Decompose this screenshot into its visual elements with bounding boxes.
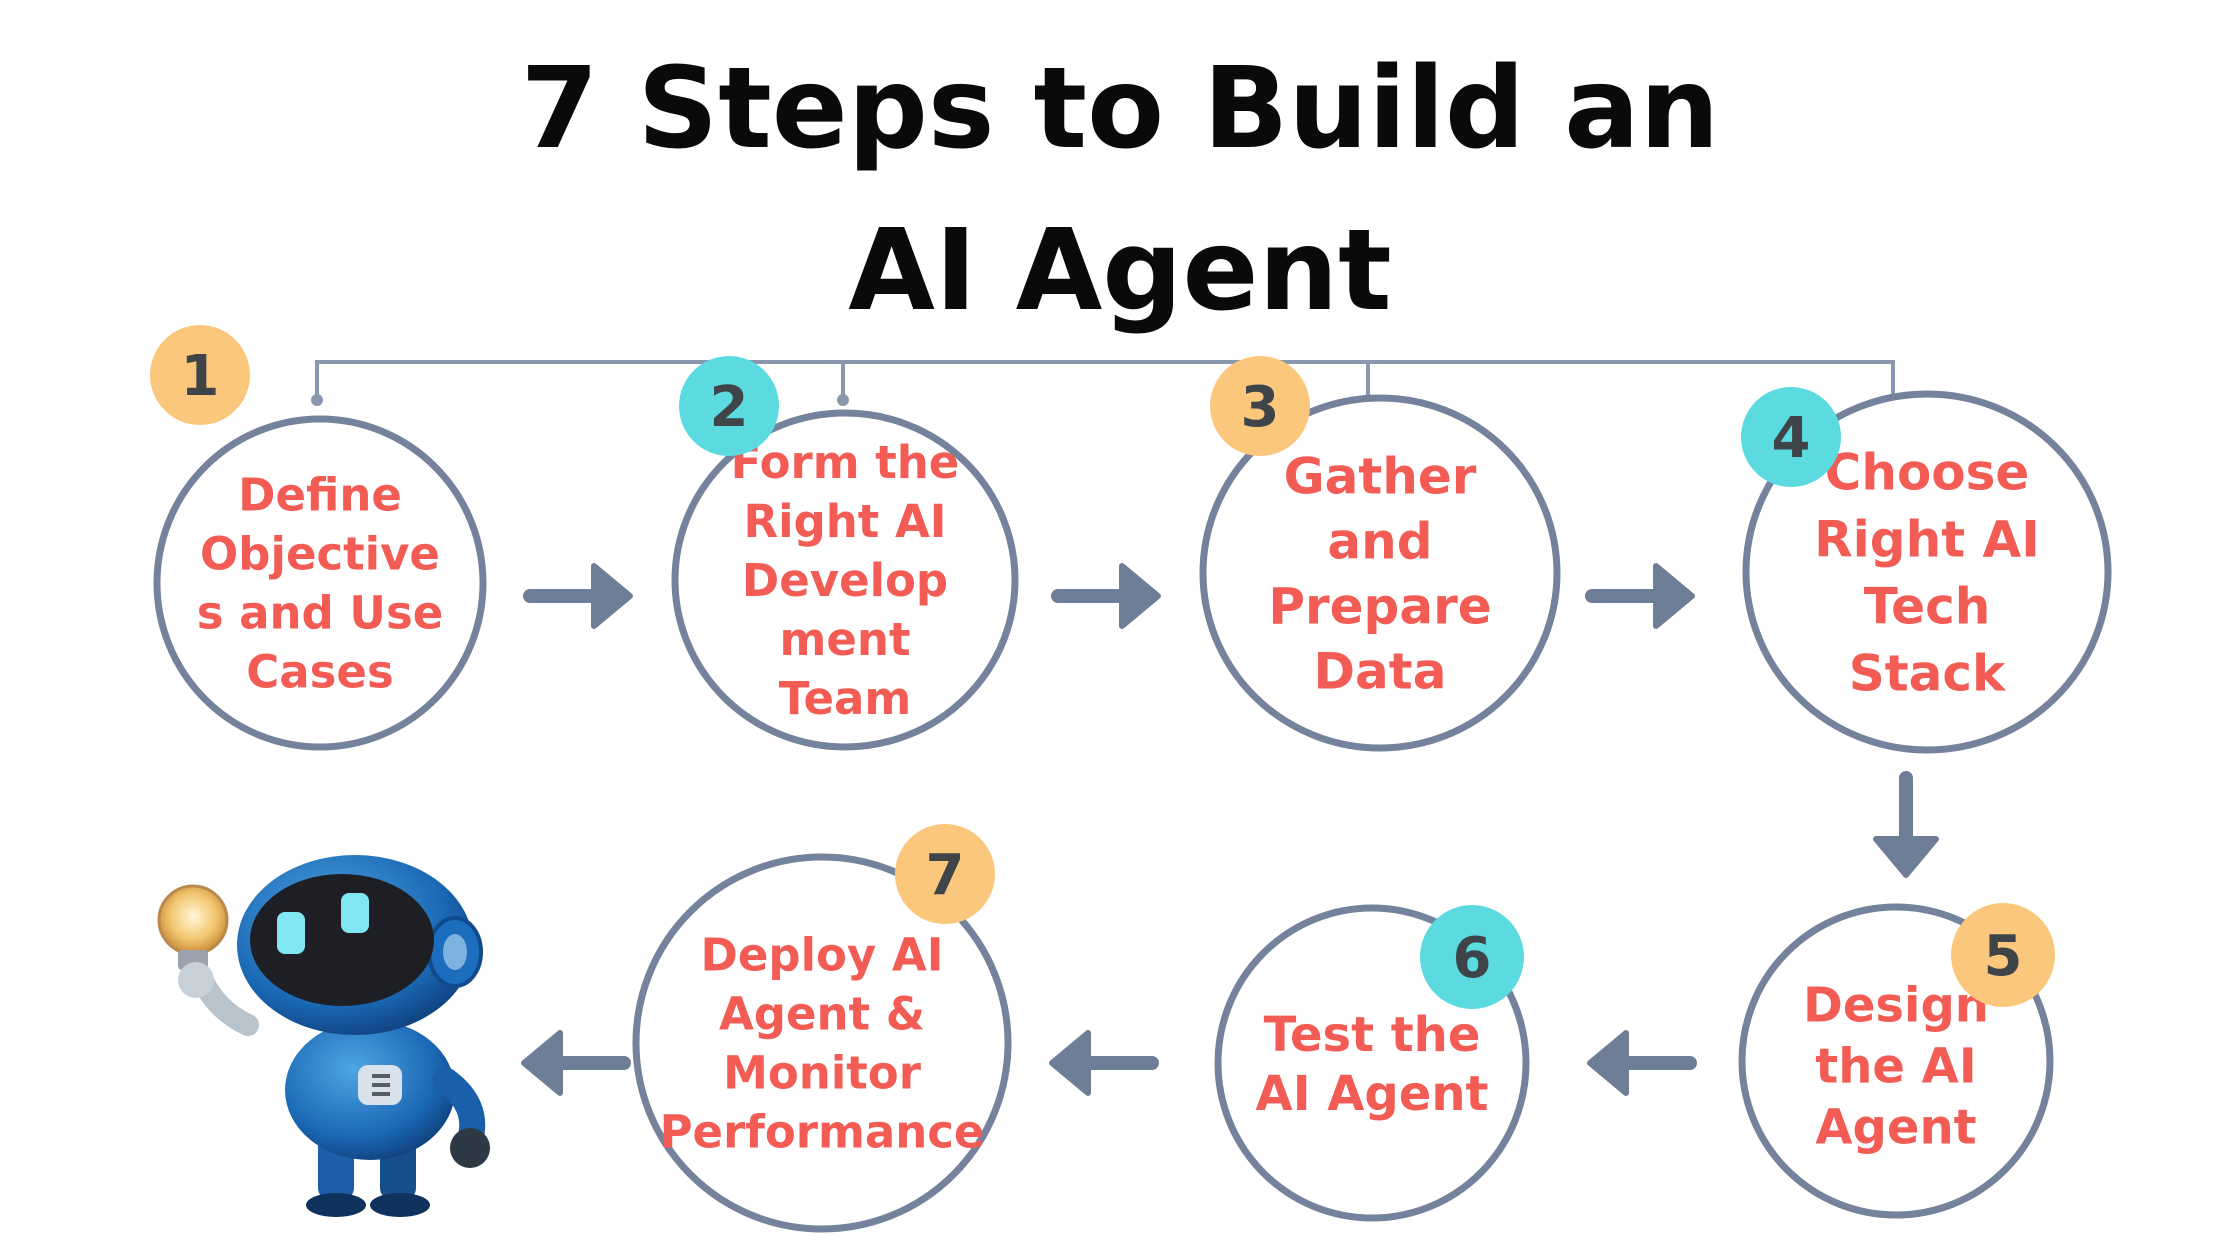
flow-arrows bbox=[521, 563, 1939, 1096]
step-label-line: Form the bbox=[731, 436, 960, 489]
step-label-line: Design bbox=[1803, 977, 1989, 1033]
step-label-line: Performance bbox=[660, 1106, 985, 1159]
robot-holding-lightbulb-icon bbox=[157, 855, 490, 1217]
flow-arrow bbox=[1587, 1030, 1697, 1096]
flow-arrow bbox=[1585, 563, 1695, 629]
step-label-line: Right AI bbox=[1814, 511, 2040, 569]
step-number: 1 bbox=[181, 344, 220, 409]
connector-dot bbox=[837, 394, 849, 406]
step-number: 2 bbox=[710, 375, 749, 440]
step-label-line: Tech bbox=[1864, 578, 1991, 636]
title-line-2: AI Agent bbox=[848, 206, 1392, 336]
step-circle bbox=[671, 409, 1019, 751]
step-number-badge bbox=[679, 356, 779, 456]
flow-arrow bbox=[523, 563, 633, 629]
step-circle bbox=[153, 415, 487, 751]
step-label-line: Define bbox=[238, 469, 402, 522]
step-label-line: Monitor bbox=[723, 1047, 922, 1100]
step-label-line: AI Agent bbox=[1256, 1066, 1489, 1122]
flow-arrow bbox=[521, 1030, 631, 1096]
step-label-line: Team bbox=[779, 672, 912, 725]
step-label-line: Right AI bbox=[743, 495, 946, 548]
step-label-line: Test the bbox=[1264, 1007, 1481, 1063]
step-label-line: Stack bbox=[1849, 645, 2007, 703]
step-number: 6 bbox=[1453, 926, 1492, 991]
title-line-1: 7 Steps to Build an bbox=[520, 44, 1720, 174]
step-label-line: Cases bbox=[246, 646, 393, 699]
step-label-line: ment bbox=[780, 613, 911, 666]
step-number-badge bbox=[150, 325, 250, 425]
flow-arrow bbox=[1873, 771, 1939, 878]
step-number: 7 bbox=[926, 843, 965, 908]
step-number-badge bbox=[895, 824, 995, 924]
step-number: 5 bbox=[1984, 924, 2023, 989]
step-label-line: Gather bbox=[1284, 448, 1477, 506]
step-label-line: s and Use bbox=[197, 587, 444, 640]
step-number-badge bbox=[1951, 903, 2055, 1007]
step-number-badge bbox=[1420, 905, 1524, 1009]
step-label-line: Choose bbox=[1825, 444, 2030, 502]
step-circle bbox=[1742, 390, 2112, 754]
step-label-line: Data bbox=[1314, 643, 1447, 701]
flow-arrow bbox=[1049, 1030, 1159, 1096]
step-label-line: Objective bbox=[200, 528, 440, 581]
step-circle bbox=[1199, 394, 1561, 752]
connector-line bbox=[315, 360, 1895, 398]
connector-dot bbox=[311, 394, 323, 406]
flow-arrow bbox=[1051, 563, 1161, 629]
page-title: 7 Steps to Build an AI Agent bbox=[0, 28, 2240, 352]
step-label-line: Prepare bbox=[1268, 578, 1491, 636]
step-label-line: the AI bbox=[1815, 1038, 1976, 1094]
step-label-line: Agent bbox=[1815, 1099, 1976, 1155]
step-number: 4 bbox=[1772, 406, 1811, 471]
step-number: 3 bbox=[1241, 375, 1280, 440]
top-connector bbox=[311, 360, 1899, 406]
step-label-line: Deploy AI bbox=[701, 929, 944, 982]
step-label-line: Agent & bbox=[719, 988, 925, 1041]
step-number-badge bbox=[1210, 356, 1310, 456]
step-number-badge bbox=[1741, 387, 1841, 487]
step-label-line: and bbox=[1327, 513, 1432, 571]
step-circle bbox=[632, 853, 1012, 1233]
step-label-line: Develop bbox=[742, 554, 948, 607]
